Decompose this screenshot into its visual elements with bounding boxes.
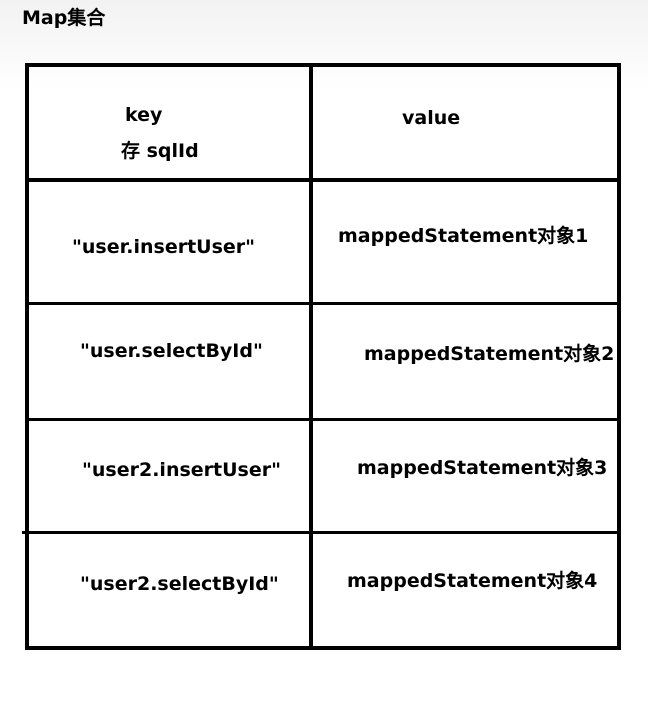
key-cell: "user2.insertUser" (82, 459, 282, 481)
key-header: key (125, 104, 163, 126)
map-table: key 存 sqlId value "user.insertUser" mapp… (22, 63, 621, 650)
value-cell: mappedStatement对象3 (357, 457, 608, 479)
value-cell: mappedStatement对象4 (347, 570, 598, 592)
row-divider (25, 302, 621, 305)
key-cell: "user.selectById" (80, 340, 263, 362)
key-header-sublabel: 存 sqlId (121, 140, 199, 162)
row-divider (25, 418, 621, 421)
row-divider (25, 178, 617, 182)
table-border-top (25, 63, 621, 67)
value-cell: mappedStatement对象2 (364, 343, 615, 365)
key-cell: "user.insertUser" (72, 236, 256, 258)
value-header: value (402, 107, 461, 129)
column-divider (309, 63, 313, 650)
table-border-right (617, 63, 621, 650)
table-border-left (25, 63, 29, 650)
value-cell: mappedStatement对象1 (338, 225, 589, 247)
table-border-bottom (25, 646, 621, 650)
key-cell: "user2.selectById" (80, 573, 279, 595)
row-divider (22, 531, 621, 534)
diagram-title: Map集合 (22, 7, 106, 29)
